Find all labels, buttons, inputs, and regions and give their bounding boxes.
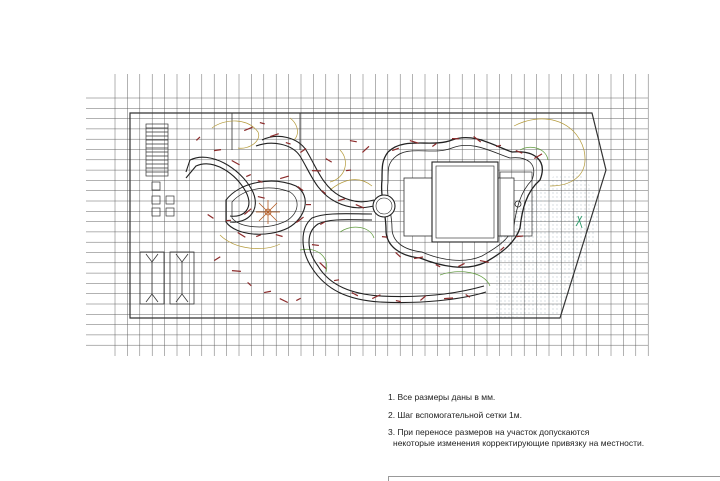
dimension-mark	[414, 256, 424, 260]
dimension-mark	[296, 297, 301, 302]
dimension-mark	[264, 290, 272, 294]
dimension-mark	[270, 133, 279, 138]
dimension-mark	[311, 170, 321, 172]
title-block-frame	[388, 476, 720, 481]
dimension-mark	[259, 122, 265, 125]
dimension-mark	[226, 219, 232, 222]
dimension-mark	[435, 264, 441, 268]
dimension-mark	[420, 295, 427, 301]
general-notes: 1. Все размеры даны в мм. 2. Шаг вспомог…	[388, 392, 644, 456]
dimension-mark	[395, 252, 402, 258]
note-text: Все размеры даны в мм.	[397, 392, 496, 402]
dimension-mark	[297, 185, 304, 192]
dimension-mark	[237, 231, 246, 238]
garden-path	[185, 135, 487, 304]
dimension-mark	[214, 149, 222, 152]
note-text: При переносе размеров на участок допуска…	[397, 427, 590, 438]
dimension-mark	[275, 234, 283, 238]
dimension-mark	[395, 300, 401, 303]
dimension-mark	[457, 262, 465, 268]
dimension-mark	[451, 138, 459, 140]
dimension-mark	[479, 260, 489, 263]
note-number: 1.	[388, 392, 396, 402]
dimension-mark	[257, 180, 263, 183]
dimension-markers	[195, 122, 543, 304]
dimension-mark	[338, 198, 346, 202]
dimension-mark	[444, 297, 454, 300]
dimension-mark	[213, 256, 221, 262]
note-number: 3.	[388, 427, 396, 438]
planting-outlines	[211, 117, 586, 249]
dimension-mark	[321, 190, 326, 195]
dimension-mark	[300, 147, 307, 153]
dimension-mark	[496, 144, 502, 148]
dimension-mark	[392, 147, 399, 152]
dimension-mark	[244, 208, 252, 215]
dimension-mark	[311, 244, 319, 247]
dimension-mark	[499, 246, 505, 251]
dimension-mark	[256, 234, 262, 238]
dimension-mark	[381, 235, 387, 238]
dimension-mark	[257, 196, 265, 199]
dimension-mark	[371, 294, 381, 300]
dimension-mark	[349, 139, 357, 143]
dimension-mark	[207, 214, 214, 219]
dimension-mark	[320, 221, 325, 226]
dimension-mark	[306, 204, 311, 206]
dimension-mark	[231, 270, 241, 272]
dimension-mark	[325, 157, 333, 163]
house-with-terrace	[372, 136, 543, 268]
dimension-mark	[346, 169, 352, 172]
entrance-steps	[145, 123, 175, 217]
gazebo-island	[225, 180, 306, 235]
dimension-mark	[333, 279, 340, 282]
paved-area	[494, 172, 600, 318]
dimension-mark	[244, 126, 253, 132]
dimension-mark	[285, 142, 291, 145]
note-2: 2. Шаг вспомогательной сетки 1м.	[388, 410, 644, 421]
note-number: 2.	[388, 409, 396, 420]
dimension-mark	[515, 149, 523, 154]
dimension-mark	[247, 282, 252, 287]
dimension-mark	[465, 294, 471, 298]
dimension-mark	[279, 297, 289, 304]
note-1: 1. Все размеры даны в мм.	[388, 392, 644, 403]
dimension-mark	[195, 136, 201, 141]
auxiliary-grid	[86, 74, 649, 356]
dimension-mark	[516, 235, 524, 238]
parking-bays	[139, 251, 195, 305]
dimension-mark	[409, 140, 419, 144]
dimension-mark	[231, 159, 240, 166]
dimension-mark	[361, 145, 370, 153]
gazebo-icon	[256, 200, 280, 224]
dimension-mark	[355, 204, 365, 209]
dimension-mark	[280, 175, 289, 180]
dimension-mark	[246, 173, 252, 178]
plot-boundary	[129, 112, 607, 319]
note-text-continuation: некоторые изменения корректирующие привя…	[393, 437, 645, 448]
paving-accent	[575, 215, 583, 229]
dimension-mark	[351, 292, 359, 297]
dimension-mark	[432, 143, 437, 147]
dimension-mark	[296, 216, 304, 223]
dimension-mark	[534, 153, 543, 160]
note-3: 3. При переносе размеров на участок допу…	[388, 427, 644, 448]
dimension-mark	[473, 136, 482, 143]
note-text: Шаг вспомогательной сетки 1м.	[397, 409, 522, 420]
dimension-mark	[319, 262, 327, 270]
